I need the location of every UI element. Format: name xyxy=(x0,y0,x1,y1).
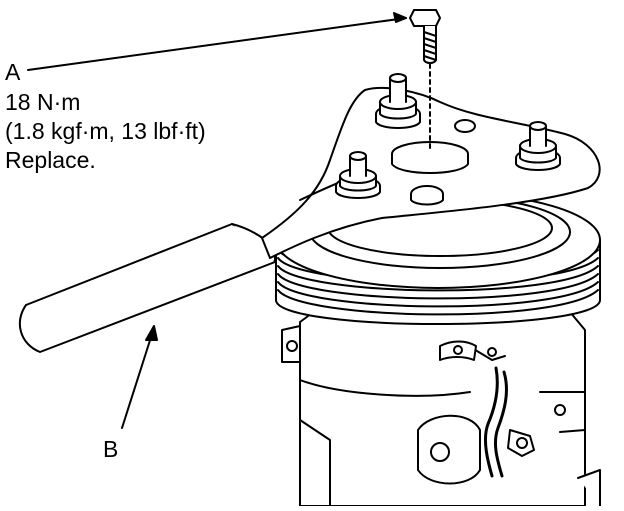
callout-a-note: Replace. xyxy=(5,147,96,173)
pin-right xyxy=(515,121,561,171)
callout-a-torque-alt: (1.8 kgf·m, 13 lbf·ft) xyxy=(5,118,206,144)
leader-b xyxy=(121,325,158,429)
callout-b-letter: B xyxy=(103,436,119,462)
callout-a-letter: A xyxy=(5,59,21,85)
wire-harness xyxy=(439,340,535,478)
callout-a-torque: 18 N·m xyxy=(5,89,81,115)
hub xyxy=(391,119,476,206)
compressor-body xyxy=(281,299,601,507)
pin-top xyxy=(375,73,421,129)
pin-left xyxy=(335,151,381,199)
leader-a xyxy=(27,12,407,71)
bolt-icon xyxy=(409,9,441,151)
